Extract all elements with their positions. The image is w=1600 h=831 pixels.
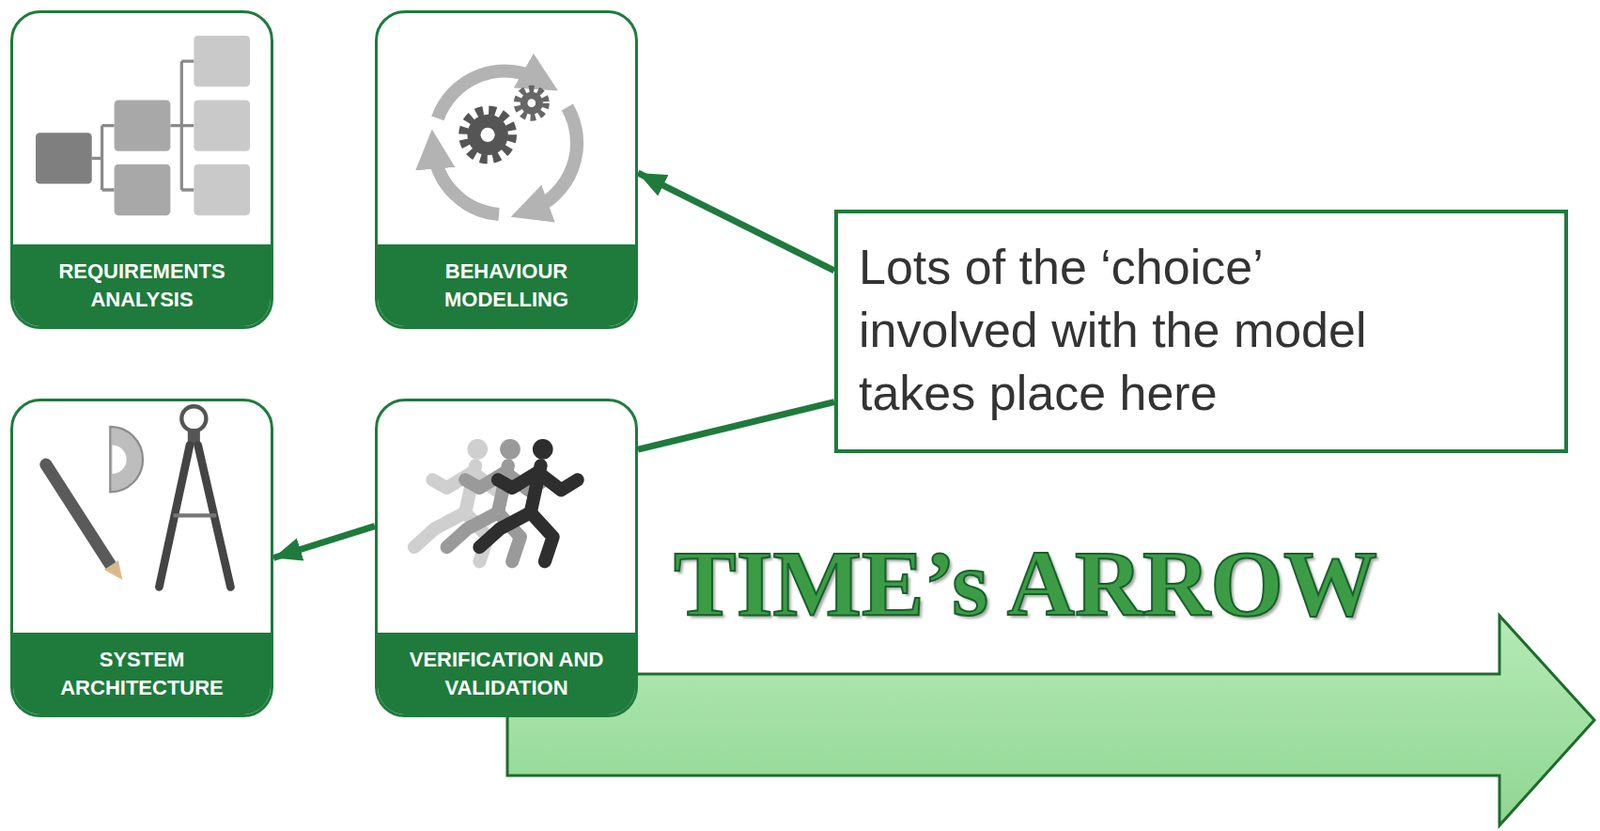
tile-label: VERIFICATION AND VALIDATION (396, 645, 618, 701)
cycle-gears-icon (434, 71, 578, 216)
runner-icon (414, 438, 578, 561)
process-tile: VERIFICATION AND VALIDATION (374, 398, 638, 717)
drawing-tools-icon (46, 405, 232, 587)
process-tile: BEHAVIOUR MODELLING (374, 10, 638, 329)
connector-arrow (273, 526, 375, 559)
tile-label: REQUIREMENTS ANALYSIS (31, 257, 253, 313)
callout-text: Lots of the ‘choice’ involved with the m… (858, 235, 1414, 425)
tile-band: SYSTEM ARCHITECTURE (13, 632, 271, 715)
callout-box: Lots of the ‘choice’ involved with the m… (834, 209, 1569, 453)
hierarchy-icon (35, 35, 250, 216)
tile-band: BEHAVIOUR MODELLING (377, 244, 636, 327)
process-tile: REQUIREMENTS ANALYSIS (10, 10, 274, 329)
connector-arrow (637, 172, 835, 271)
tile-label: BEHAVIOUR MODELLING (396, 257, 618, 313)
tile-label: SYSTEM ARCHITECTURE (31, 645, 253, 701)
connector-arrow (637, 402, 835, 451)
time-arrow (507, 615, 1595, 825)
tile-band: VERIFICATION AND VALIDATION (377, 632, 636, 715)
process-tile: SYSTEM ARCHITECTURE (10, 398, 274, 717)
tile-band: REQUIREMENTS ANALYSIS (13, 244, 271, 327)
title-banner: TIME’s ARROW (673, 531, 1378, 636)
